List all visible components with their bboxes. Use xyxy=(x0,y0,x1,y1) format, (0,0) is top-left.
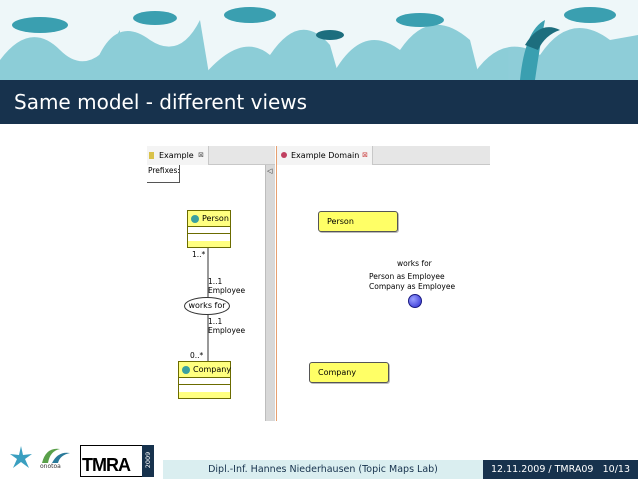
multiplicity-person: 1..* xyxy=(192,250,206,259)
diagram-file-icon xyxy=(149,152,154,159)
uml-class-company[interactable]: Company xyxy=(178,361,231,399)
uml-class-company-header: Company xyxy=(179,362,232,378)
onotoa-logo-text: onotoa xyxy=(40,463,61,470)
slide-title: Same model - different views xyxy=(14,90,308,114)
association-label-works-for: works for xyxy=(397,259,432,268)
uml-class-company-section xyxy=(179,378,230,385)
association-role-company: Company as Employee xyxy=(369,282,456,291)
tmra-year-text: 2009 xyxy=(144,451,152,469)
topic-company[interactable]: Company xyxy=(309,362,389,383)
footer-author-bar: Dipl.-Inf. Hannes Niederhausen (Topic Ma… xyxy=(163,460,483,479)
topic-type-icon xyxy=(182,366,190,374)
role-lower-multiplicity: 1..1 xyxy=(208,317,223,326)
tmra-logo-box xyxy=(80,445,150,477)
role-upper-multiplicity: 1..1 xyxy=(208,277,223,286)
topic-type-icon xyxy=(191,215,199,223)
role-lower-name: Employee xyxy=(208,326,246,335)
prefixes-box[interactable]: Prefixes: xyxy=(147,165,180,183)
left-tab-bar: Example ⊠ xyxy=(147,146,275,165)
role-upper-name: Employee xyxy=(208,286,246,295)
association-works-for[interactable]: works for xyxy=(184,297,230,315)
topic-maps-lab-logo-icon xyxy=(10,446,32,468)
domain-diagram-icon xyxy=(281,152,287,158)
right-tab-bar: Example Domain ⊠ xyxy=(277,146,490,165)
tab-example-domain-label: Example Domain xyxy=(291,151,360,160)
uml-class-person-section xyxy=(188,227,230,234)
tmra-logo-text: TMRA xyxy=(82,455,131,475)
uml-class-company-section xyxy=(179,385,230,392)
footer-date-bar: 12.11.2009 / TMRA09 10/13 xyxy=(483,460,638,479)
uml-class-company-label: Company xyxy=(193,365,232,374)
coral-banner-graphic xyxy=(0,0,638,80)
tab-example-domain[interactable]: Example Domain ⊠ xyxy=(277,146,373,165)
tmra-year-box xyxy=(142,445,154,477)
multiplicity-company: 0..* xyxy=(190,351,204,360)
footer-page-number: 10/13 xyxy=(602,464,630,475)
title-bar xyxy=(0,80,638,124)
footer-date-event: 12.11.2009 / TMRA09 xyxy=(491,464,594,475)
header-banner xyxy=(0,0,638,80)
onotoa-logo-icon xyxy=(42,448,70,463)
scroll-left-arrow-icon[interactable]: ◁ xyxy=(267,167,273,175)
close-icon[interactable]: ⊠ xyxy=(198,151,204,159)
footer-author: Dipl.-Inf. Hannes Niederhausen (Topic Ma… xyxy=(208,464,438,475)
uml-class-person[interactable]: Person xyxy=(187,210,231,248)
uml-class-person-header: Person xyxy=(188,211,230,227)
tab-example-label: Example xyxy=(159,151,194,160)
association-node[interactable] xyxy=(408,294,422,308)
uml-class-person-section xyxy=(188,234,230,241)
close-icon[interactable]: ⊠ xyxy=(362,151,368,159)
tab-example[interactable]: Example ⊠ xyxy=(147,146,209,165)
left-scrollbar[interactable]: ◁ xyxy=(265,165,275,421)
topic-person[interactable]: Person xyxy=(318,211,398,232)
association-role-person: Person as Employee xyxy=(369,272,445,281)
uml-class-person-label: Person xyxy=(202,214,229,223)
